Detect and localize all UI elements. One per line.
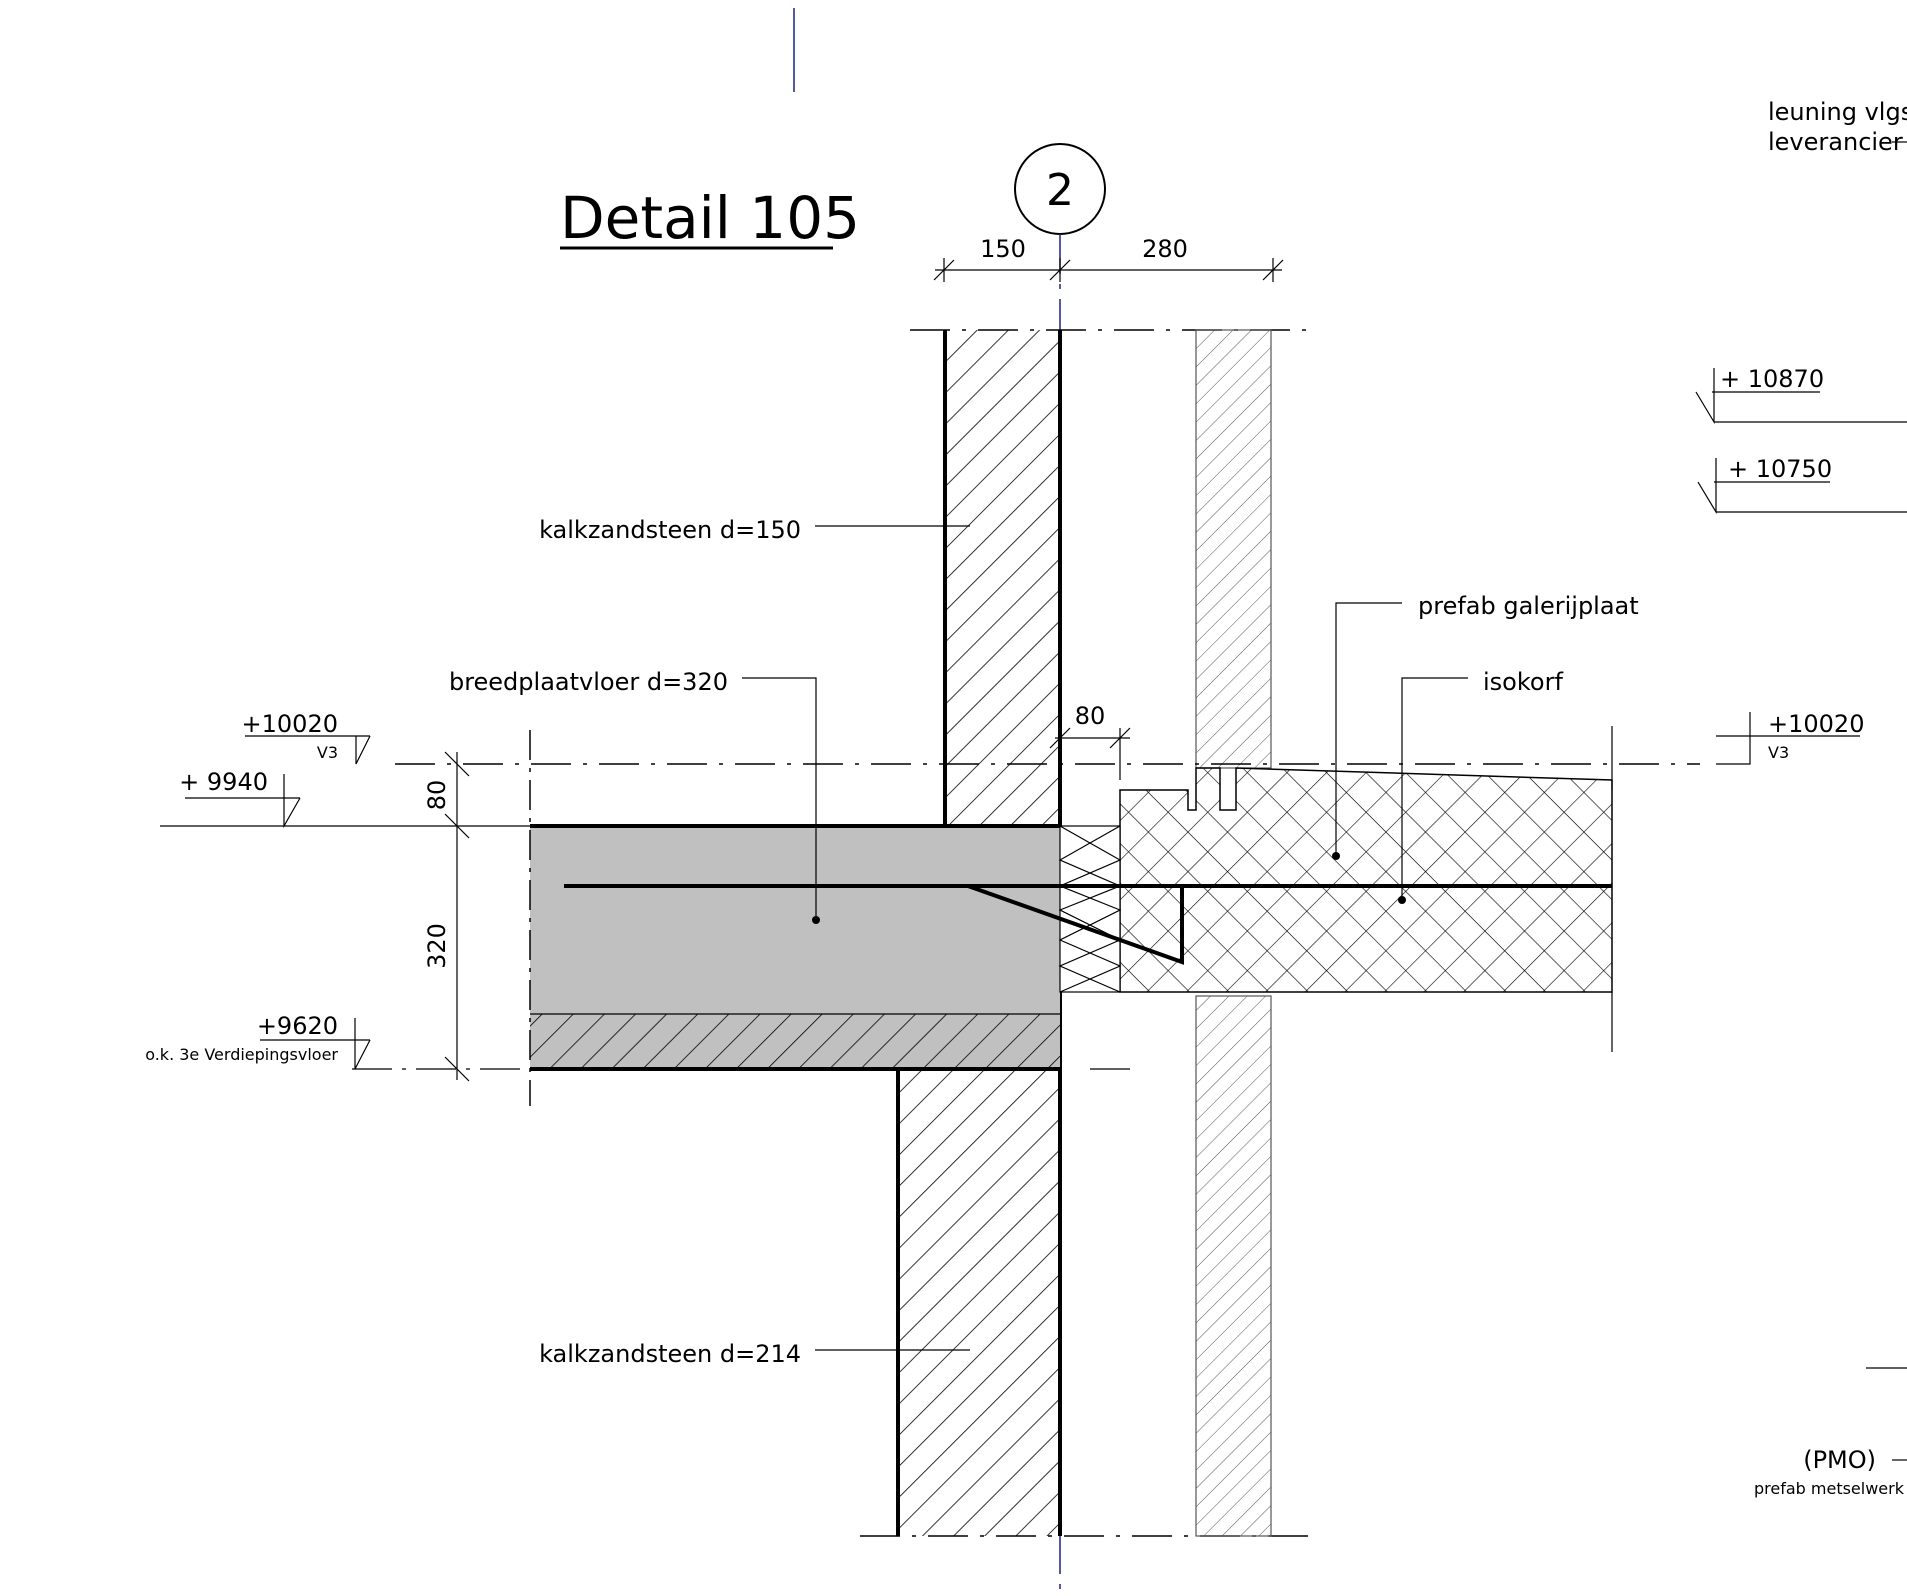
level-9620-label: +9620	[257, 1012, 338, 1040]
level-10020-right-sub: V3	[1768, 743, 1789, 762]
label-pmo: (PMO)	[1803, 1446, 1876, 1474]
label-floor: breedplaatvloer d=320	[449, 668, 728, 696]
floor-slab-hatch	[530, 1014, 1060, 1069]
leader-isokorf	[1401, 677, 1468, 900]
leader-gallery-slab	[1335, 602, 1402, 856]
label-pmo-sub: prefab metselwerk	[1754, 1479, 1905, 1498]
lower-wall	[898, 1069, 1060, 1536]
dim-joint-slash-1	[1049, 727, 1071, 749]
dim-left-tick-1	[444, 751, 470, 777]
dim-floor: 320	[423, 923, 451, 969]
dim-top-slash-2	[1049, 259, 1071, 281]
gallery-slab	[1119, 767, 1613, 993]
label-railing-2: leverancier	[1768, 128, 1903, 156]
level-10750-triangle	[1697, 458, 1717, 515]
level-10750-label: + 10750	[1728, 455, 1832, 483]
dim-top-right: 280	[1142, 235, 1188, 263]
level-9620-sub: o.k. 3e Verdiepingsvloer	[145, 1045, 338, 1064]
label-isokorf: isokorf	[1483, 668, 1563, 696]
dim-left-tick-3	[444, 1056, 470, 1082]
isokorf-zigzag-2	[1058, 825, 1122, 993]
label-railing-1: leuning vlgs	[1768, 98, 1907, 126]
upper-wall	[945, 330, 1060, 826]
dim-joint-slash-2	[1109, 727, 1131, 749]
leader-floor	[742, 677, 817, 920]
level-9940-label: + 9940	[179, 768, 268, 796]
leader-gallery-dot	[1332, 852, 1340, 860]
isokorf-block	[1059, 825, 1121, 993]
dim-joint: 80	[1075, 702, 1106, 730]
level-10870-label: + 10870	[1720, 365, 1824, 393]
level-10020-right-label: +10020	[1768, 710, 1864, 738]
level-10020-right-triangle	[1716, 712, 1751, 765]
level-9940-triangle	[283, 774, 301, 829]
dim-left-tick-2	[444, 813, 470, 839]
label-gallery-slab: prefab galerijplaat	[1418, 592, 1639, 620]
dim-floor-top: 80	[423, 780, 451, 811]
label-wall-upper: kalkzandsteen d=150	[539, 516, 801, 544]
dim-top-slash-1	[933, 259, 955, 281]
grid-axis-label: 2	[1046, 165, 1074, 216]
level-9620-triangle	[354, 1018, 371, 1070]
detail-title: Detail 105	[560, 184, 860, 252]
rebar-diagonal	[967, 884, 1184, 965]
level-10020-left-triangle	[355, 735, 371, 765]
level-10020-left-sub: V3	[317, 743, 338, 762]
dim-top-slash-3	[1262, 259, 1284, 281]
dim-top-left: 150	[980, 235, 1026, 263]
label-wall-lower: kalkzandsteen d=214	[539, 1340, 801, 1368]
leader-floor-dot	[812, 916, 820, 924]
isokorf-zigzag	[1058, 825, 1122, 993]
level-10020-left-label: +10020	[242, 710, 338, 738]
masonry-upper	[1195, 329, 1272, 769]
masonry-lower	[1195, 995, 1272, 1537]
level-10870-triangle	[1695, 368, 1715, 425]
leader-isokorf-dot	[1398, 896, 1406, 904]
